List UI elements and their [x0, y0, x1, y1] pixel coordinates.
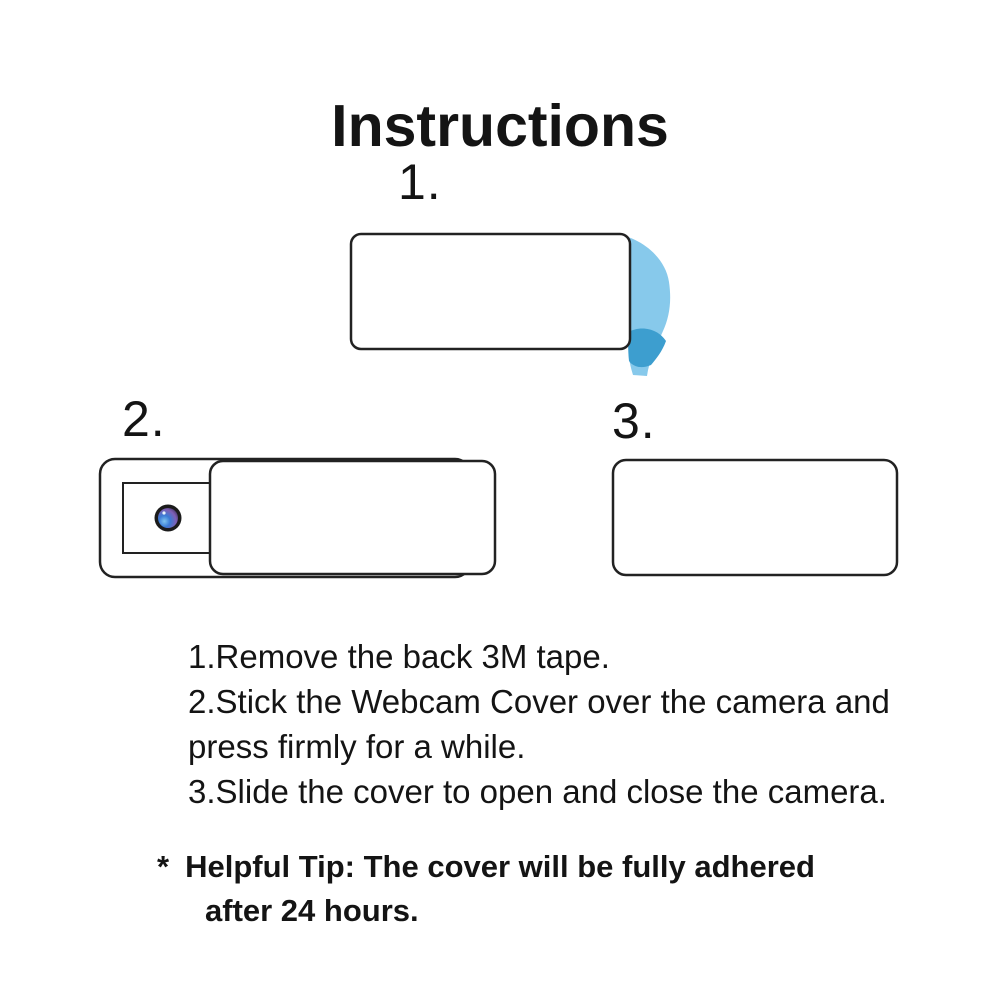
- instruction-line-1: 1.Remove the back 3M tape.: [188, 638, 610, 675]
- instruction-line-3: press firmly for a while.: [188, 728, 526, 765]
- step-3-illustration-cover-closed: [611, 458, 899, 577]
- step-2-number: 2.: [122, 391, 166, 447]
- helpful-tip-line-1: * Helpful Tip: The cover will be fully ad…: [157, 845, 897, 889]
- helpful-tip-block: * Helpful Tip: The cover will be fully ad…: [157, 845, 897, 933]
- cover-body: [349, 232, 632, 351]
- helpful-tip-text: Helpful Tip: The cover will be fully adh…: [185, 849, 815, 884]
- camera-window: [122, 482, 211, 554]
- camera-lens-glass: [158, 508, 178, 528]
- step-1-illustration-peel-tape: [349, 232, 671, 376]
- helpful-tip-line-2: after 24 hours.: [205, 893, 419, 928]
- asterisk-marker: *: [157, 849, 170, 884]
- step-1-number: 1.: [398, 154, 442, 210]
- instruction-line-2: 2.Stick the Webcam Cover over the camera…: [188, 683, 890, 720]
- instruction-text-block: 1.Remove the back 3M tape. 2.Stick the W…: [188, 634, 948, 814]
- step-2-illustration-cover-open: [98, 457, 497, 579]
- page-title: Instructions: [331, 92, 669, 159]
- cover-closed-body: [611, 458, 899, 577]
- tape-flap-fold-icon: [628, 328, 666, 368]
- lens-glint: [162, 511, 166, 515]
- instruction-line-4: 3.Slide the cover to open and close the …: [188, 773, 887, 810]
- step-3-number: 3.: [612, 393, 656, 449]
- cover-slider: [208, 459, 497, 576]
